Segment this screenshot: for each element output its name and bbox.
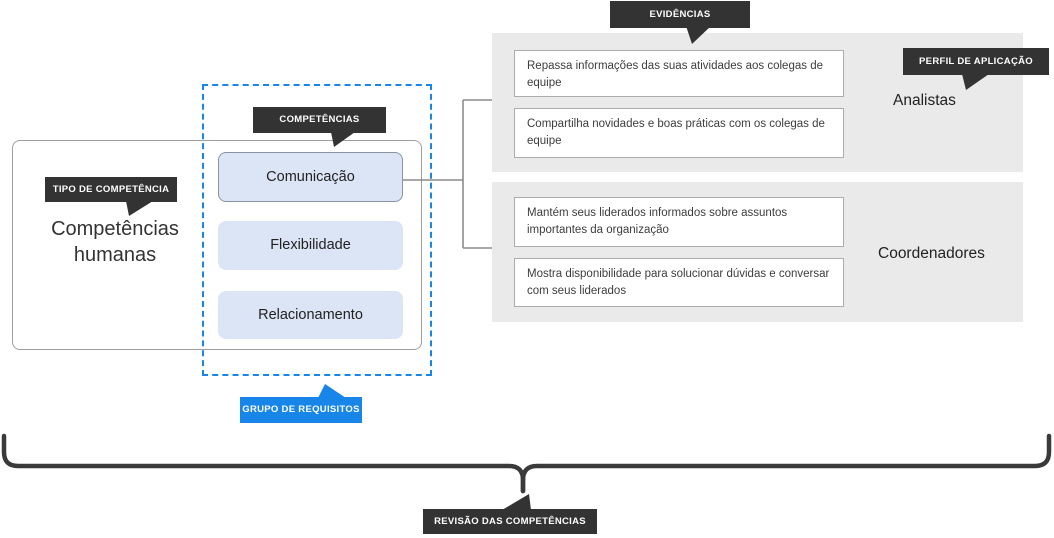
callout-requirements-group: GRUPO DE REQUISITOS (240, 397, 362, 423)
competency-type-title: Competências humanas (51, 218, 179, 266)
review-brace-right (520, 433, 1052, 494)
review-brace-left (1, 433, 526, 494)
competency-item-flexibilidade: Flexibilidade (218, 221, 403, 270)
callout-competency-review: REVISÃO DAS COMPETÊNCIAS (423, 509, 597, 534)
callout-tail-competency-review (502, 494, 531, 510)
callout-evidences: EVIDÊNCIAS (610, 1, 750, 28)
profile-name-coordenadores: Coordenadores (878, 245, 985, 262)
evidence-card: Compartilha novidades e boas práticas co… (514, 108, 844, 158)
callout-tail-requirements-group (318, 384, 346, 398)
callout-competencies: COMPETÊNCIAS (253, 107, 386, 133)
evidence-card: Mantém seus liderados informados sobre a… (514, 197, 844, 247)
callout-competency-type: TIPO DE COMPETÊNCIA (45, 177, 177, 202)
callout-application-profile: PERFIL DE APLICAÇÃO (903, 48, 1049, 75)
competency-item-relacionamento: Relacionamento (218, 291, 403, 339)
evidence-card: Repassa informações das suas atividades … (514, 50, 844, 97)
evidence-card: Mostra disponibilidade para solucionar d… (514, 258, 844, 307)
competency-item-comunicacao: Comunicação (218, 152, 403, 202)
profile-name-analistas: Analistas (893, 92, 956, 109)
